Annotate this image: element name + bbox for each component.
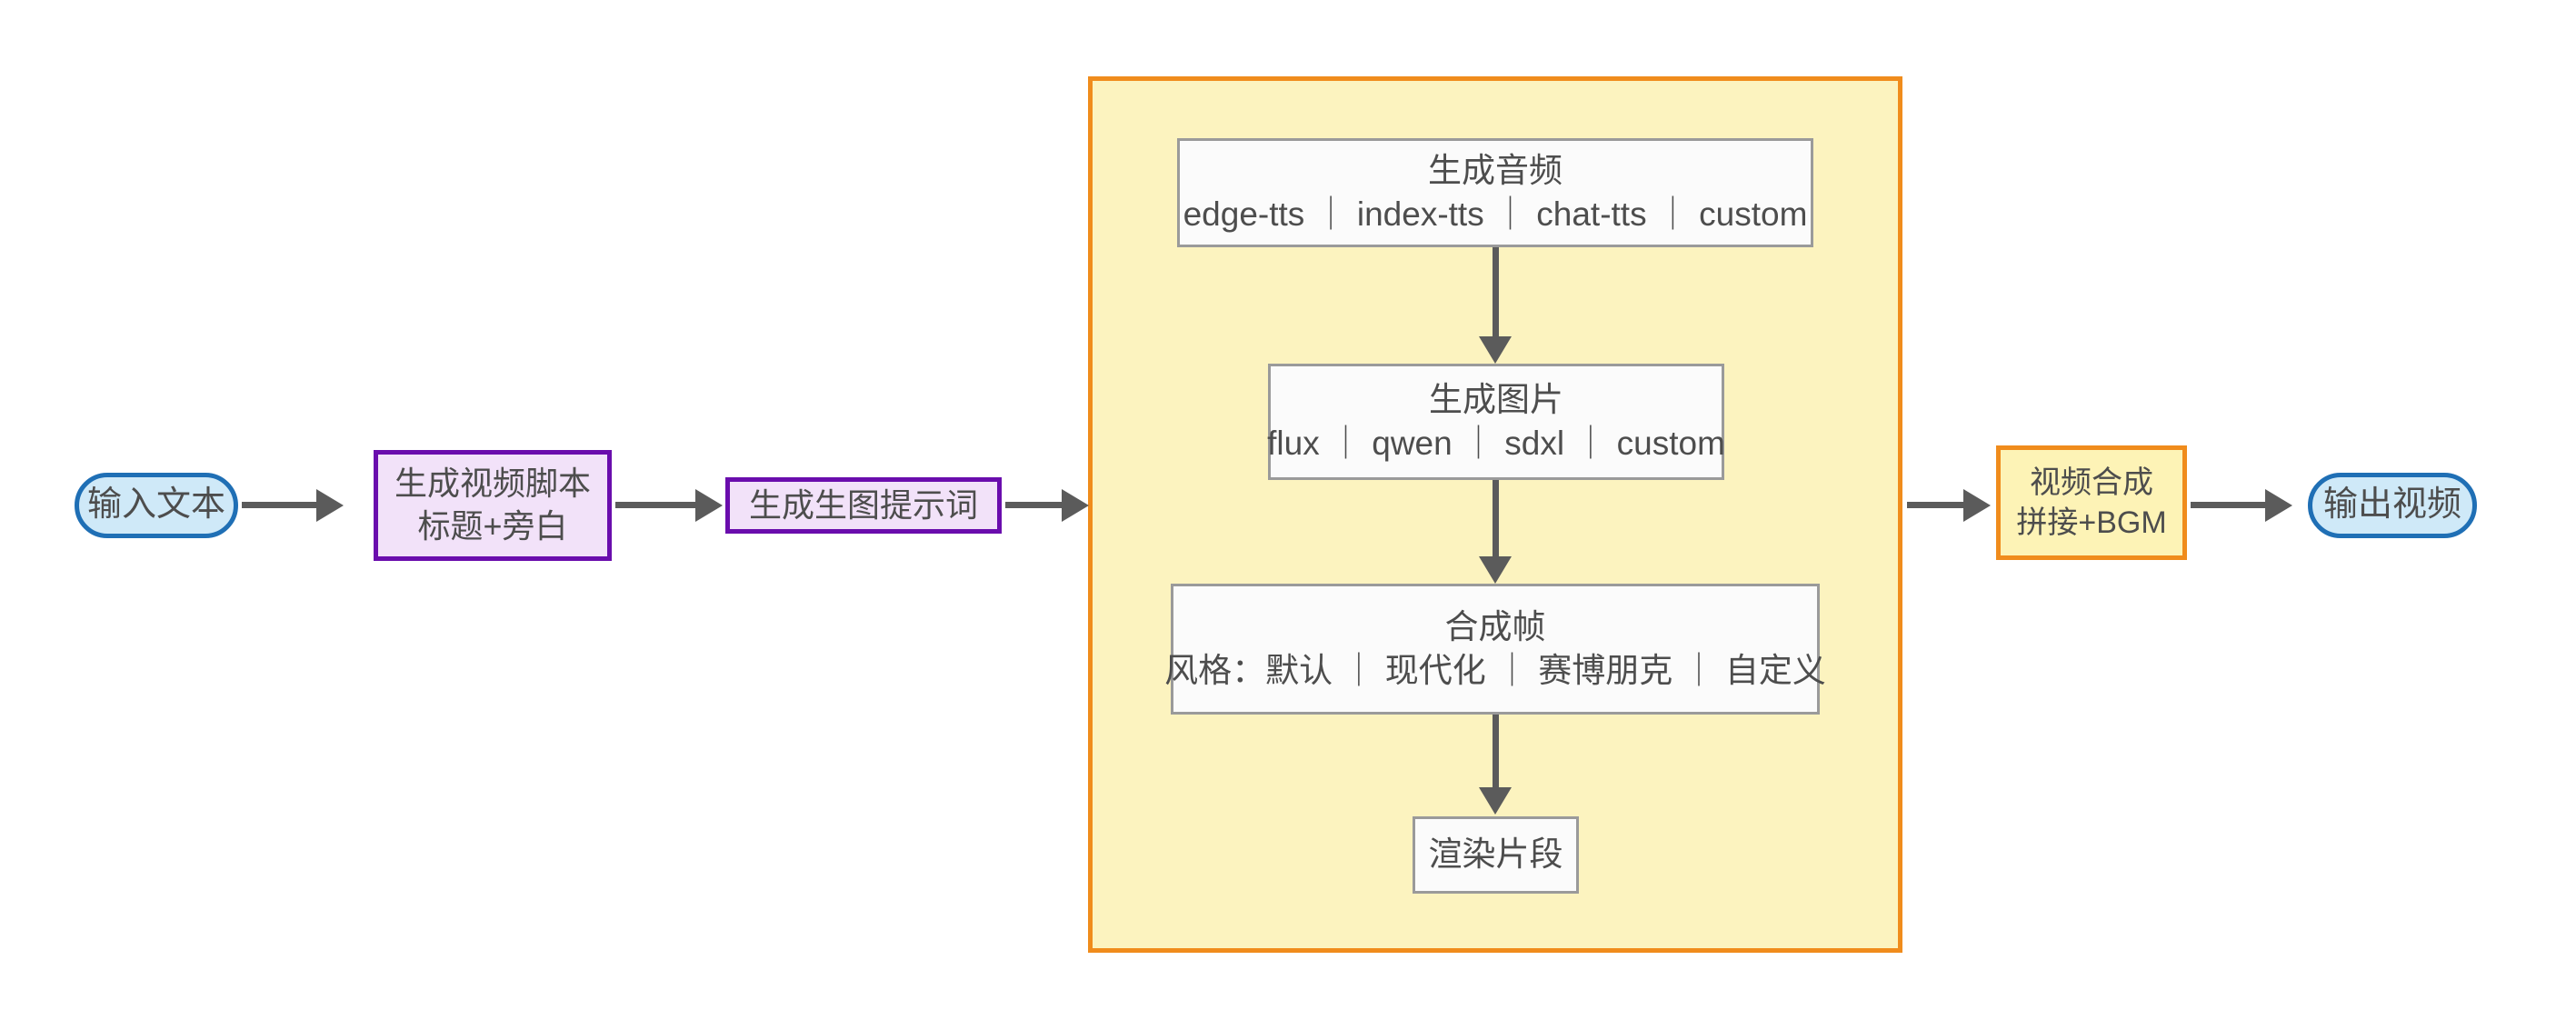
edge-frame-to-render [1493,715,1499,787]
edge-pipeline-to-compose [1907,502,1963,508]
node-video-compose-line2: 拼接+BGM [2016,505,2167,540]
arrow-input-to-script [316,489,344,522]
edge-script-to-prompt [615,502,695,508]
node-generate-prompt[interactable]: 生成生图提示词 [725,477,1002,534]
node-video-compose-line1: 视频合成 [2030,465,2153,500]
edge-image-to-frame [1493,480,1499,556]
node-generate-image-line1: 生成图片 [1429,380,1563,418]
node-render-segment-label: 渲染片段 [1428,835,1563,874]
node-generate-script[interactable]: 生成视频脚本 标题+旁白 [374,450,612,561]
node-generate-audio[interactable]: 生成音频 edge-tts ｜ index-tts ｜ chat-tts ｜ c… [1177,138,1813,247]
node-render-segment[interactable]: 渲染片段 [1413,816,1579,894]
node-generate-script-line2: 标题+旁白 [417,507,568,545]
arrow-image-to-frame [1479,556,1512,584]
edge-prompt-to-pipeline [1005,502,1062,508]
node-video-compose[interactable]: 视频合成 拼接+BGM [1996,445,2187,560]
arrow-audio-to-image [1479,336,1512,364]
arrow-pipeline-to-compose [1963,489,1991,522]
arrow-prompt-to-pipeline [1062,489,1089,522]
node-compose-frame-line1: 合成帧 [1444,607,1546,645]
arrow-script-to-prompt [695,489,723,522]
node-generate-audio-line1: 生成音频 [1428,151,1563,189]
node-output-video-label: 输出视频 [2322,485,2461,525]
node-compose-frame[interactable]: 合成帧 风格：默认 ｜ 现代化 ｜ 赛博朋克 ｜ 自定义 [1164,584,1826,715]
node-generate-audio-line2: edge-tts ｜ index-tts ｜ chat-tts ｜ custom [1183,195,1808,233]
edge-audio-to-image [1493,247,1499,336]
node-input-text[interactable]: 输入文本 [75,473,238,538]
node-output-video[interactable]: 输出视频 [2308,473,2477,538]
arrow-frame-to-render [1479,787,1512,815]
node-generate-script-line1: 生成视频脚本 [394,465,591,503]
node-generate-image[interactable]: 生成图片 flux ｜ qwen ｜ sdxl ｜ custom [1267,364,1725,480]
edge-input-to-script [242,502,316,508]
node-generate-image-line2: flux ｜ qwen ｜ sdxl ｜ custom [1267,425,1725,462]
node-compose-frame-line2: 风格：默认 ｜ 现代化 ｜ 赛博朋克 ｜ 自定义 [1164,652,1826,689]
node-generate-prompt-label: 生成生图提示词 [748,485,978,524]
node-input-text-label: 输入文本 [86,485,225,525]
arrow-compose-to-output [2265,489,2292,522]
edge-compose-to-output [2191,502,2265,508]
